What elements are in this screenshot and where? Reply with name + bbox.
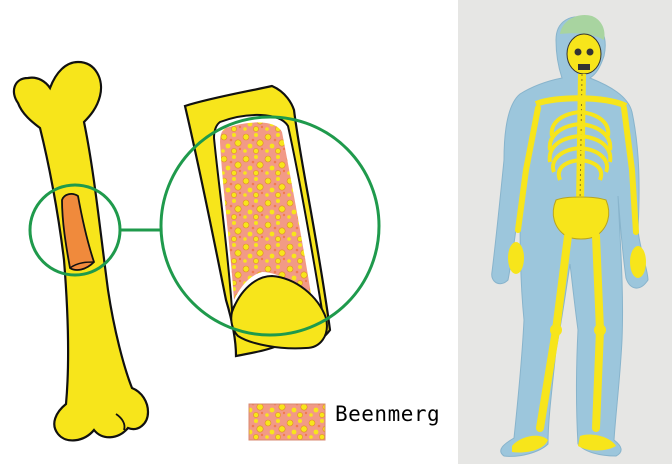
legend-label: Beenmerg — [335, 402, 440, 426]
marrow-swatch-icon — [249, 404, 325, 440]
skeleton-figure-icon — [458, 0, 672, 464]
